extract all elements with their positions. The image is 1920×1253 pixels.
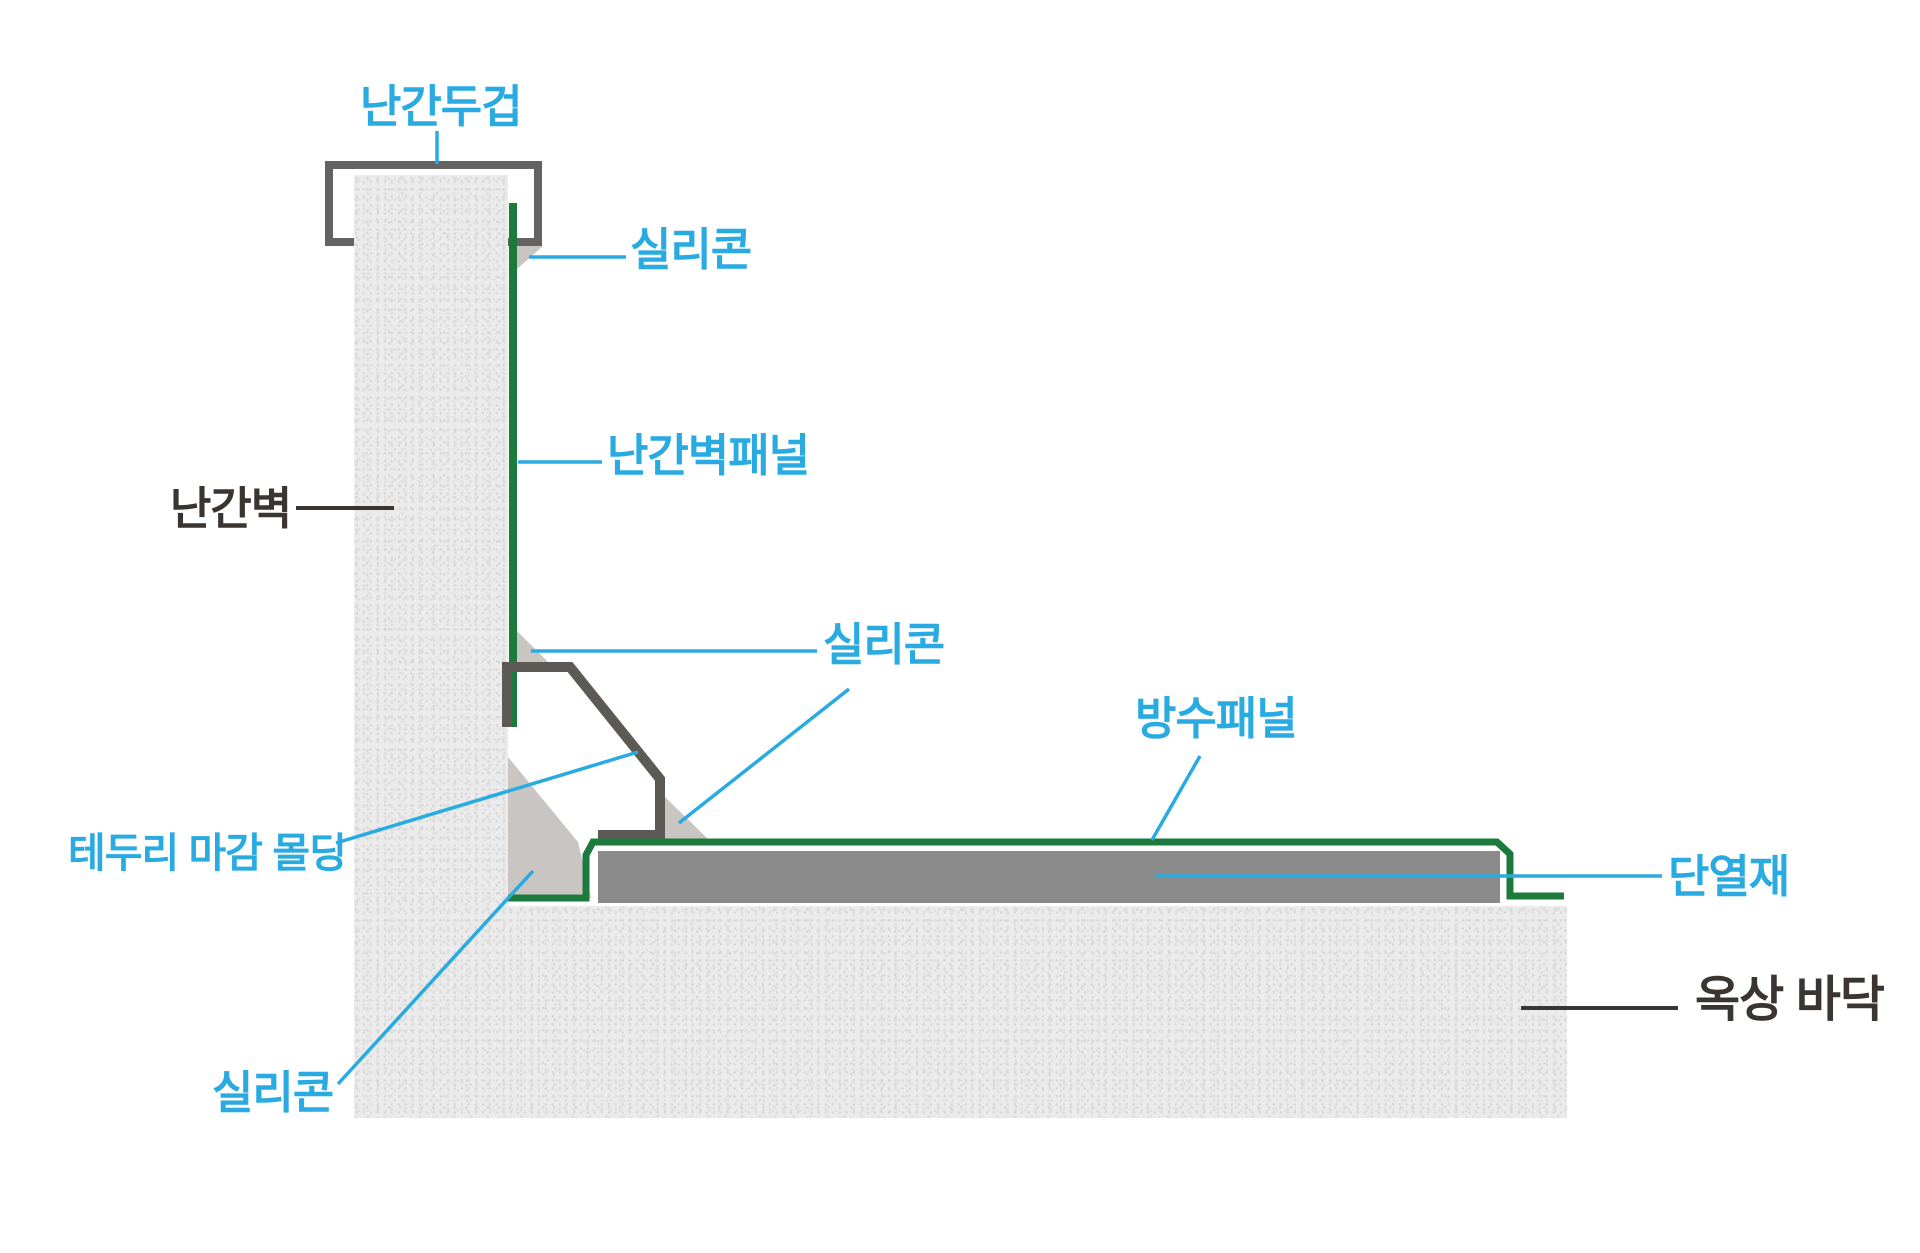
label-parapet-wall: 난간벽 [170, 483, 292, 534]
waterproof-panel-line [508, 838, 1564, 902]
label-silicone-mid: 실리콘 [823, 619, 945, 670]
leader-edge-molding [335, 750, 639, 845]
label-insulation: 단열재 [1668, 851, 1790, 902]
silicone-corner-wedge [508, 757, 591, 898]
label-parapet-panel: 난간벽패널 [607, 430, 810, 481]
label-silicone-top: 실리콘 [630, 224, 752, 275]
silicone-mid-triangle [517, 631, 548, 662]
edge-molding-profile [502, 662, 665, 840]
label-waterproof-panel: 방수패널 [1135, 693, 1298, 744]
leader-silicone-mid-diagonal [677, 687, 851, 825]
label-edge-molding: 테두리 마감 몰딩 [68, 830, 347, 876]
roof-floor-slab-concrete [354, 906, 1567, 1118]
leader-silicone-bottom [336, 869, 535, 1086]
parapet-panel-line [509, 203, 517, 727]
label-coping: 난간두겁 [360, 81, 523, 132]
label-roof-floor: 옥상 바닥 [1695, 973, 1885, 1027]
leader-waterproof-panel [1150, 755, 1202, 841]
label-silicone-bottom: 실리콘 [212, 1067, 334, 1118]
